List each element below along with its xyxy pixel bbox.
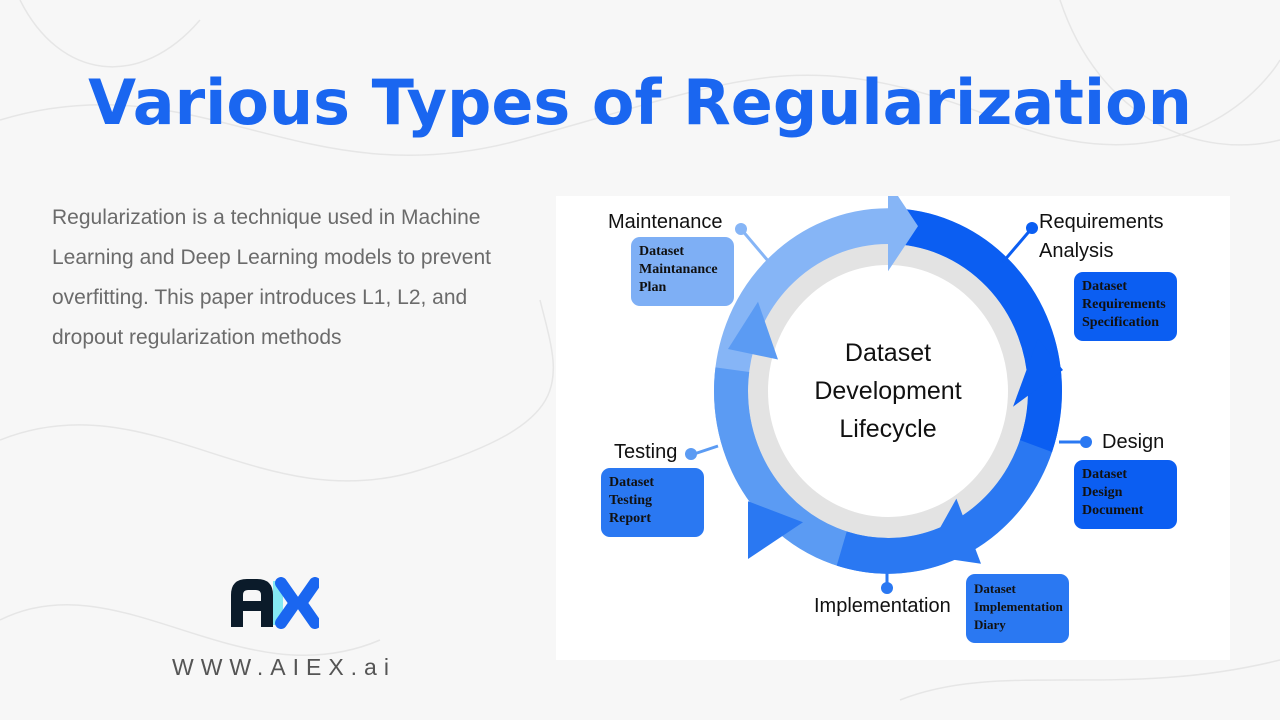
stage-box-implementation: Dataset Implementation Diary [966, 574, 1069, 643]
box-line: Requirements [1082, 297, 1166, 312]
lifecycle-diagram: Dataset Development Lifecycle Requiremen… [556, 196, 1230, 660]
center-line: Dataset [844, 339, 932, 367]
stage-label-maintenance: Maintenance [608, 211, 723, 233]
box-line: Dataset [609, 475, 655, 490]
stage-label-requirements: Requirements Analysis [1039, 211, 1164, 262]
stage-box-requirements: Dataset Requirements Specification [1074, 272, 1177, 341]
box-line: Specification [1082, 315, 1159, 330]
arrowhead-left [728, 301, 778, 360]
box-line: Dataset [1082, 467, 1128, 482]
center-line: Development [814, 377, 962, 405]
stage-box-testing: Dataset Testing Report [601, 468, 704, 537]
box-line: Testing [609, 493, 653, 508]
box-line: Implementation [974, 599, 1063, 614]
ring-segment-implementation [714, 208, 1062, 574]
diagram-center-title: Dataset Development Lifecycle [778, 334, 998, 448]
website-url[interactable]: WWW.AIEX.ai [172, 654, 396, 680]
stage-box-design: Dataset Design Document [1074, 460, 1177, 529]
lifecycle-ring [685, 196, 1092, 594]
box-line: Document [1082, 503, 1144, 518]
arrowhead-top [888, 196, 918, 272]
arrowhead-bottom-left [748, 501, 803, 559]
aiex-logo [231, 577, 319, 629]
arrowhead-right [1013, 338, 1063, 407]
center-line: Lifecycle [839, 415, 937, 443]
box-line: Report [609, 511, 651, 526]
stage-box-maintenance: Dataset Maintanance Plan [631, 237, 734, 306]
intro-paragraph: Regularization is a technique used in Ma… [52, 206, 491, 349]
box-line: Dataset [639, 244, 685, 259]
box-line: Dataset [1082, 279, 1128, 294]
stage-label-testing: Testing [614, 441, 678, 463]
arrowhead-bottom-right [924, 498, 982, 564]
box-line: Diary [974, 617, 1006, 632]
box-line: Dataset [974, 581, 1016, 596]
stage-label-implementation: Implementation [814, 595, 951, 617]
box-line: Maintanance [639, 262, 718, 277]
box-line: Design [1082, 485, 1123, 500]
box-line: Plan [639, 280, 667, 295]
page-title: Various Types of Regularization [88, 66, 1192, 139]
stage-label-design: Design [1102, 431, 1165, 453]
